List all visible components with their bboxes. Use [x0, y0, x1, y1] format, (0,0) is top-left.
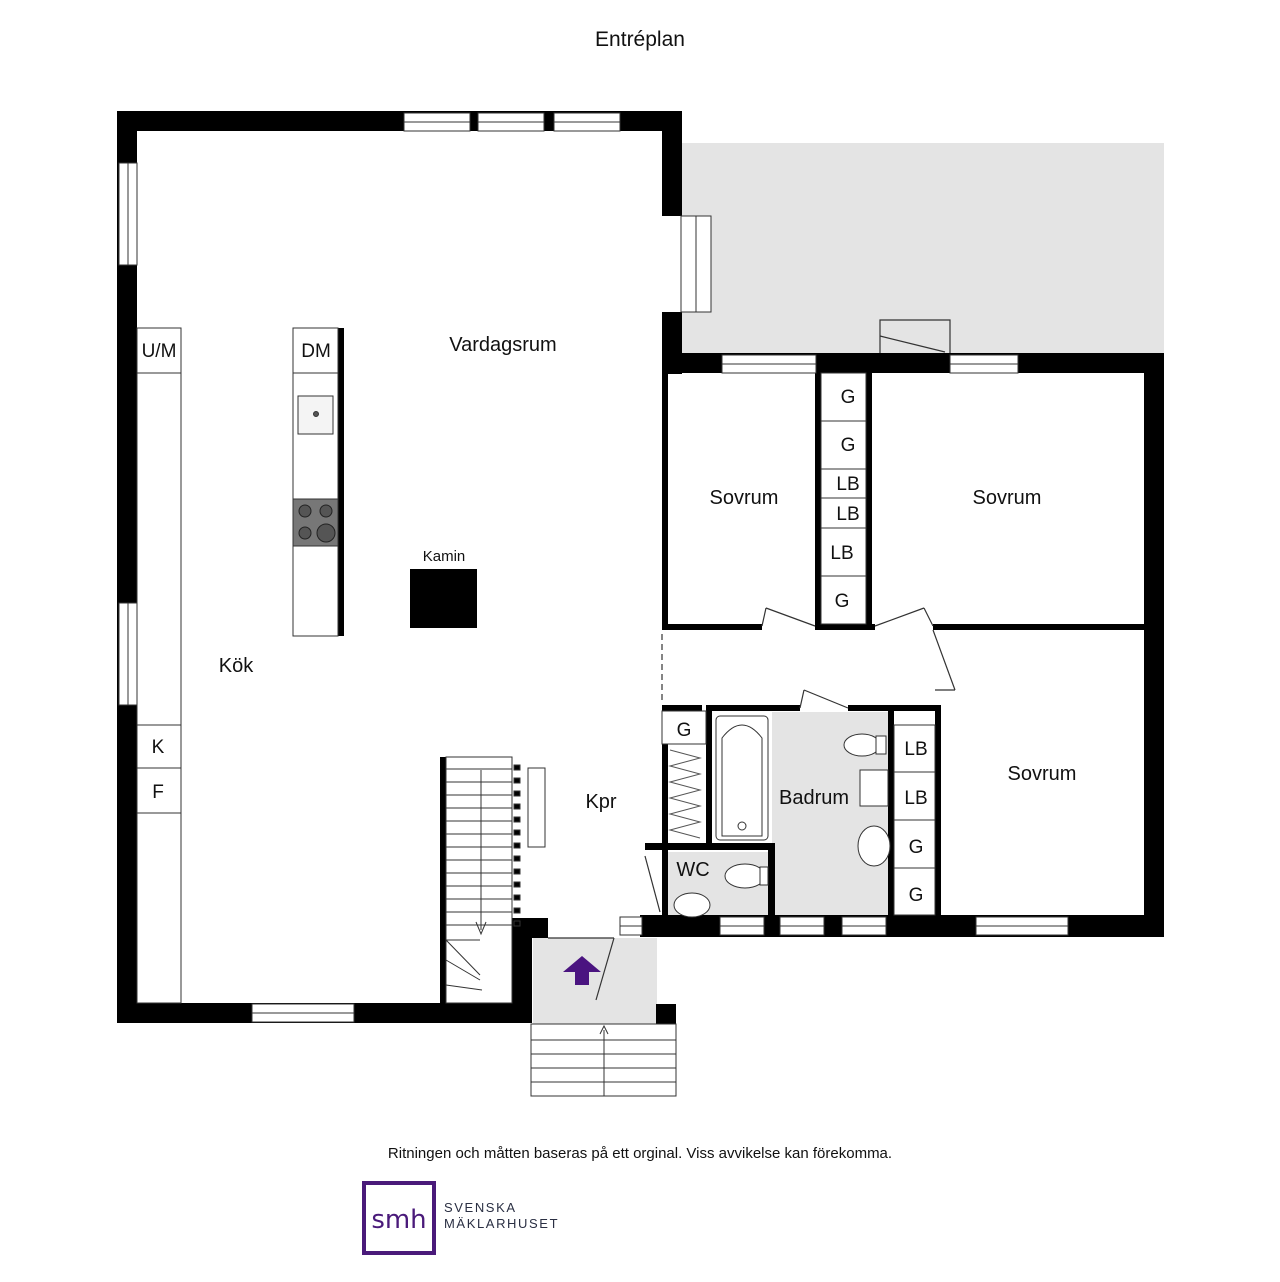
logo-text: smh	[371, 1205, 426, 1235]
stair-winder	[445, 959, 481, 981]
f-label: F	[152, 782, 164, 803]
stair-baluster	[513, 764, 521, 771]
room-label-sovrum-3: Sovrum	[1008, 763, 1077, 785]
room-label-sovrum-2: Sovrum	[973, 487, 1042, 509]
entry-steps	[530, 1023, 677, 1097]
um-label: U/M	[142, 341, 177, 362]
stairs	[445, 756, 521, 1004]
room-label-vardagsrum: Vardagsrum	[449, 334, 556, 356]
room-label-badrum: Badrum	[779, 787, 849, 809]
closet-right-label: LB	[904, 739, 927, 760]
stair-baluster	[513, 803, 521, 810]
windows	[118, 112, 1069, 1023]
hall-closet-label: G	[677, 720, 692, 741]
stove-burners	[298, 504, 336, 543]
stair-baluster	[513, 829, 521, 836]
closet-left-label: G	[841, 435, 856, 456]
stair-baluster	[513, 868, 521, 875]
plan-title: Entréplan	[595, 28, 685, 51]
bath-fixtures	[673, 715, 891, 918]
stair-baluster	[513, 920, 521, 927]
stair-baluster	[513, 790, 521, 797]
entry-floor	[533, 938, 657, 1024]
stair-winder	[445, 939, 481, 976]
brand-name-line1: SVENSKA	[444, 1200, 517, 1215]
stair-winder	[445, 984, 483, 991]
entry-arrow-icon	[563, 956, 601, 985]
k-label: K	[152, 737, 165, 758]
stair-baluster	[513, 777, 521, 784]
dm-label: DM	[301, 341, 331, 362]
room-label-kok: Kök	[219, 655, 254, 677]
stair-baluster	[513, 855, 521, 862]
room-label-sovrum-1: Sovrum	[710, 487, 779, 509]
brand-name: SVENSKA MÄKLARHUSET	[444, 1200, 559, 1232]
closet-right-label: LB	[904, 788, 927, 809]
kitchen-counters	[136, 327, 339, 1004]
closet-left-label: G	[841, 387, 856, 408]
closet-right-label: G	[909, 837, 924, 858]
stair-baluster	[513, 894, 521, 901]
brand-logo: smh SVENSKA MÄKLARHUSET	[362, 1181, 682, 1261]
patio	[681, 143, 1164, 353]
hall-shelf	[527, 767, 546, 848]
stair-baluster	[513, 881, 521, 888]
fireplace	[410, 569, 477, 628]
closet-left-label: G	[835, 591, 850, 612]
stair-baluster	[513, 907, 521, 914]
doors	[548, 319, 956, 1001]
closet-left-label: LB	[830, 543, 853, 564]
disclaimer: Ritningen och måtten baseras på ett orgi…	[387, 1145, 893, 1162]
closet-right-label: G	[909, 885, 924, 906]
stair-baluster	[513, 816, 521, 823]
room-label-wc: WC	[676, 859, 709, 881]
kamin-label: Kamin	[423, 548, 466, 565]
room-label-kpr: Kpr	[585, 791, 616, 813]
wardrobes	[661, 372, 936, 916]
smh-logo-icon: smh	[362, 1181, 436, 1255]
brand-name-line2: MÄKLARHUSET	[444, 1216, 560, 1231]
closet-left-label: LB	[836, 504, 859, 525]
closet-left-label: LB	[836, 474, 859, 495]
hall-wardrobe-doors	[668, 749, 702, 839]
stair-baluster	[513, 842, 521, 849]
